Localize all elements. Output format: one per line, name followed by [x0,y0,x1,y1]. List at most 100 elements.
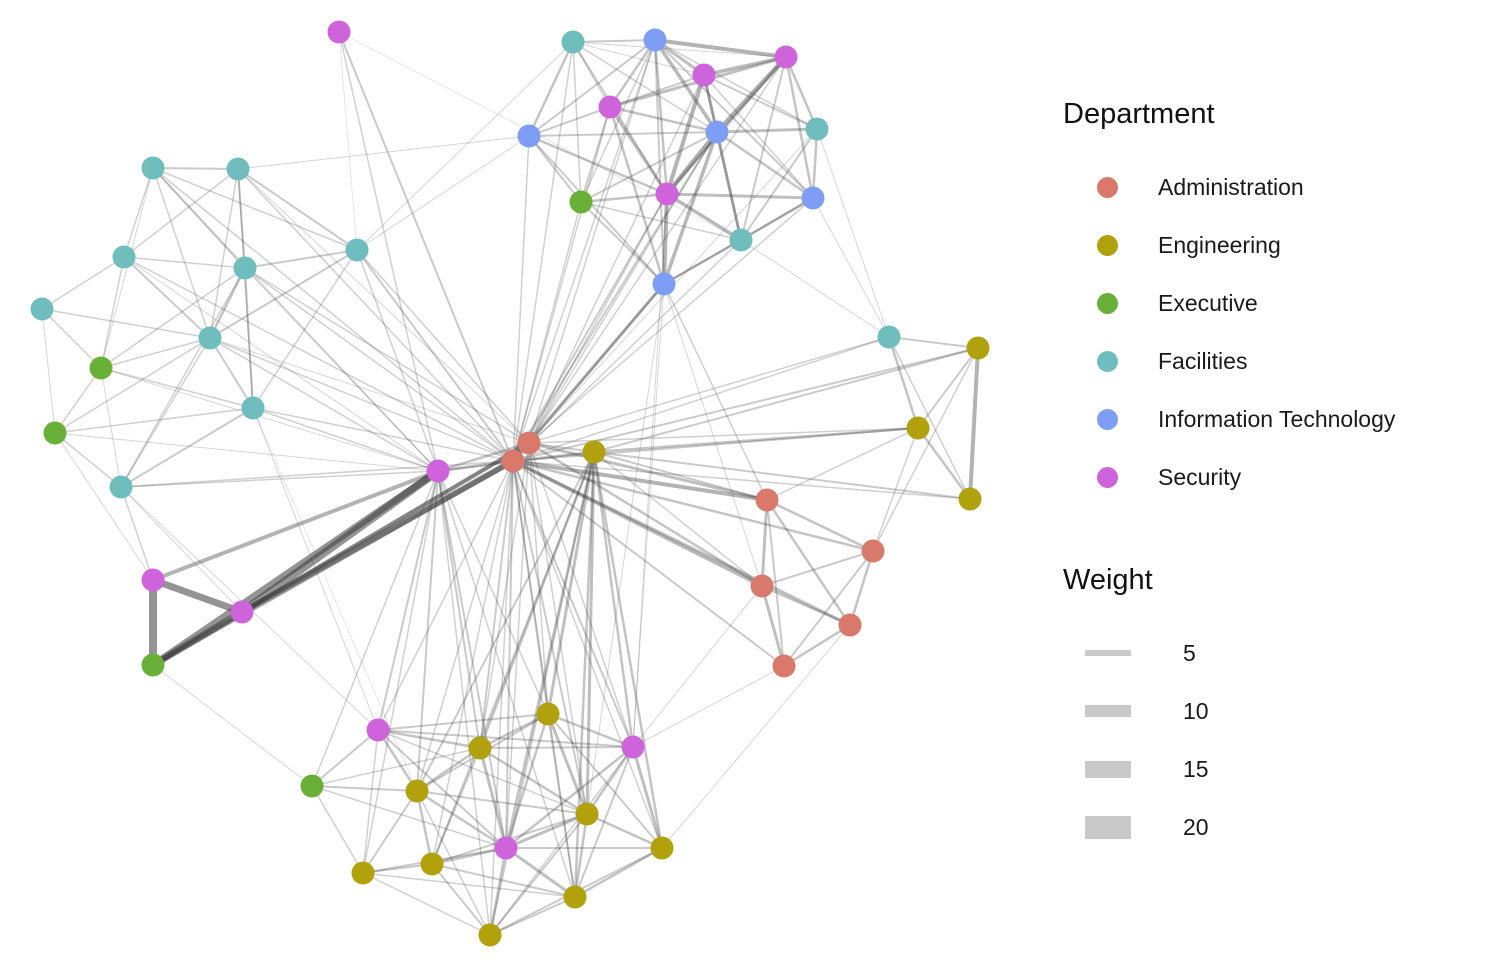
network-edge [716,130,814,200]
network-edge [209,168,239,339]
network-edge [512,106,611,462]
network-edge [488,847,508,936]
network-node-security [598,95,622,119]
network-edge [237,168,246,269]
network-edge [608,106,669,195]
network-edge [592,451,635,748]
network-edge [362,470,439,874]
network-edge [888,336,971,500]
weight-20-swatch-icon [1085,815,1131,839]
network-edge [100,367,254,409]
network-edge [512,450,595,463]
network-edge [237,168,358,251]
network-edge [528,283,665,444]
network-edge [120,486,154,581]
network-edge [356,41,574,251]
network-edge [100,367,439,472]
network-edge [887,336,920,429]
network-edge [715,55,788,134]
network-edge [661,624,851,849]
legend-item-engineering: Engineering [1063,216,1483,274]
network-edge [489,896,576,936]
network-edge [338,31,358,251]
network-node-engineering [536,702,560,726]
network-edge [527,41,575,137]
network-edge [100,367,122,488]
network-edge [666,192,814,200]
weight-5-swatch-icon [1085,650,1131,656]
network-edge [338,31,439,472]
network-edge [512,460,576,898]
network-node-security [327,20,351,44]
network-edge [528,442,634,748]
legend-item-label: Facilities [1158,347,1248,374]
weight-item-20: 20 [1063,798,1483,856]
network-edge [377,728,481,750]
network-edge [593,451,971,500]
network-node-executive [569,190,593,214]
network-edge [580,39,656,203]
network-edge [431,846,507,866]
network-node-security [621,735,645,759]
network-edge [665,130,719,196]
network-edge [632,665,785,748]
network-node-engineering [468,736,492,760]
network-edge [784,56,819,130]
network-node-administration [838,613,862,637]
network-edge [783,623,851,668]
network-edge [528,336,890,444]
network-edge [528,441,768,502]
network-node-engineering [420,852,444,876]
network-edge [512,460,971,500]
network-edge [784,56,815,199]
network-edge [766,499,785,667]
network-edge [528,131,718,444]
network-node-facilities [233,256,257,280]
network-edge [41,308,102,369]
network-edge [572,41,705,76]
weight-item-label: 20 [1183,813,1209,840]
network-edge [479,442,530,749]
network-edge [362,863,433,874]
network-edge [593,451,763,587]
network-edge [377,729,507,849]
network-edge [489,813,588,936]
network-edge [572,41,718,133]
network-edge [572,41,611,108]
network-edge [528,442,549,715]
network-edge [916,427,972,500]
network-edge [572,41,787,58]
network-edge [209,249,358,339]
network-edge [152,469,439,582]
network-edge [740,239,890,338]
network-edge [244,267,439,472]
network-edge [512,460,549,715]
network-edge [593,426,919,454]
facilities-color-dot-icon [1097,350,1118,372]
network-edge [512,460,588,815]
network-edge [237,135,530,170]
network-edge [152,664,313,787]
engineering-color-dot-icon [1097,234,1118,256]
network-node-facilities [141,156,165,180]
network-node-information-technology [652,272,676,296]
network-edge [811,128,819,199]
network-edge [489,460,514,936]
network-edge [608,39,657,108]
network-edge [653,39,719,133]
network-edge [512,336,890,462]
network-edge [663,283,768,501]
network-edge [437,470,481,749]
network-edge [123,256,514,462]
legend-item-label: Information Technology [1158,405,1396,432]
network-edge [416,790,588,815]
network-edge [41,256,125,310]
network-edge [505,442,530,849]
network-node-facilities [30,297,54,321]
network-edge [152,167,439,472]
network-node-administration [501,449,525,473]
network-edge [431,460,514,865]
network-edge [54,337,211,434]
network-edge [478,451,596,749]
network-edge [437,459,514,473]
